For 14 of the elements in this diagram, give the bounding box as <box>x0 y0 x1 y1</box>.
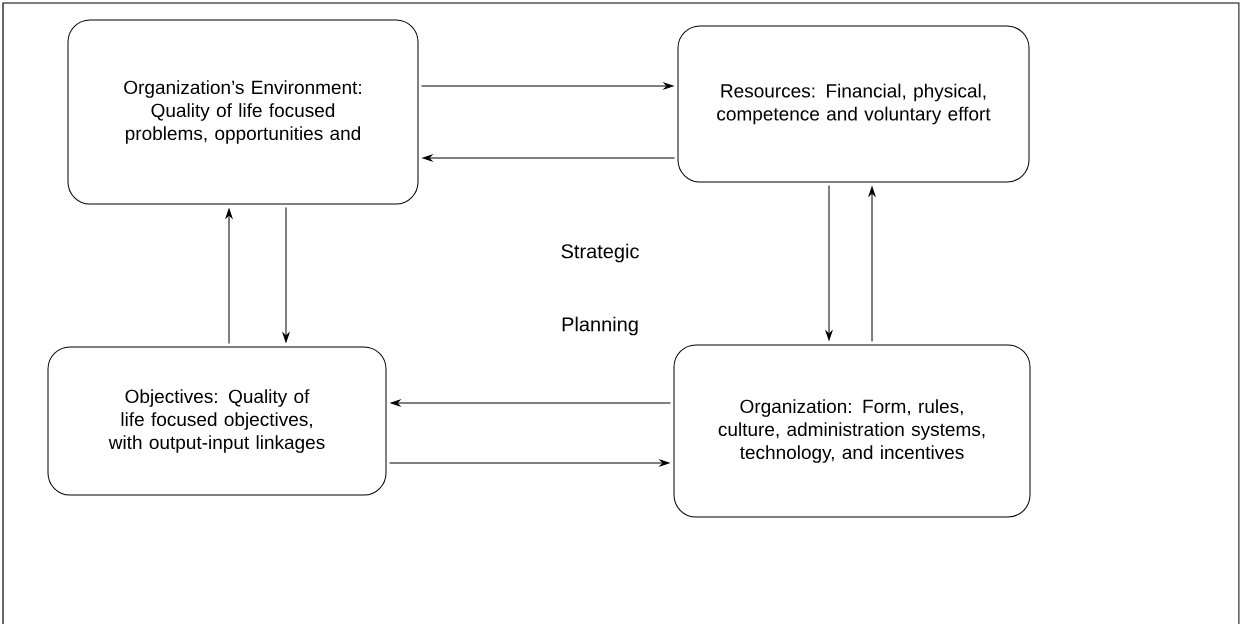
arrow <box>422 154 675 162</box>
arrow <box>225 208 233 344</box>
arrow <box>389 459 670 467</box>
label-text: Planning <box>562 316 638 336</box>
arrow <box>868 186 876 342</box>
arrow <box>282 207 290 343</box>
arrow <box>390 399 671 407</box>
label-text: Strategic <box>561 243 639 263</box>
process-box: Resources: Financial, physical, competence and voluntary effort <box>677 25 1030 183</box>
process-box: Organization: Form, rules, culture, administration systems, technology, and incentives <box>673 344 1031 518</box>
arrow <box>825 185 833 341</box>
process-box: Organization’s Environment: Quality of life focused problems, opportunities and <box>67 19 419 205</box>
process-box: Objectives: Quality of life focused objectives, with output-input linkages <box>47 346 387 496</box>
arrow <box>421 82 674 90</box>
